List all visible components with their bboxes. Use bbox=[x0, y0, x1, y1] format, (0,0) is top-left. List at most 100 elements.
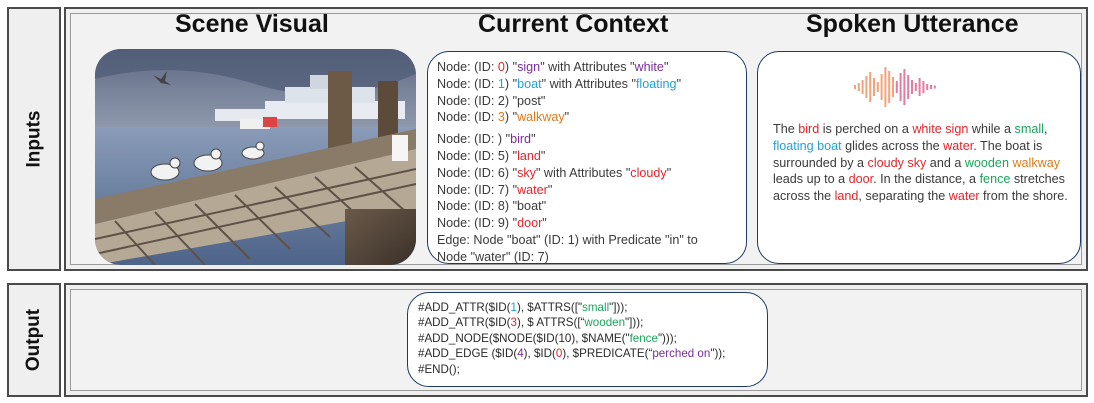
text-segment: ) " bbox=[504, 60, 518, 74]
scene-photo bbox=[95, 49, 416, 265]
waveform-bar bbox=[930, 85, 932, 89]
text-segment: Edge: Node "boat" (ID: 1) with Predicate… bbox=[437, 232, 698, 247]
highlighted-token: water bbox=[943, 138, 974, 153]
text-segment: " bbox=[540, 148, 546, 163]
waveform-bar bbox=[876, 82, 879, 92]
highlighted-token: water bbox=[948, 189, 980, 204]
highlighted-token: cloudy sky bbox=[867, 155, 927, 170]
context-line: Node: (ID: 3) "walkway" bbox=[437, 109, 740, 126]
text-segment: "))); bbox=[657, 331, 677, 345]
waveform-bar bbox=[892, 77, 894, 97]
output-row-label: Output bbox=[7, 283, 61, 397]
highlighted-token: wooden bbox=[964, 155, 1009, 170]
highlighted-token: white bbox=[634, 60, 664, 74]
text-segment: is perched on a bbox=[819, 122, 913, 136]
highlighted-token: walkway bbox=[1012, 155, 1061, 170]
highlighted-token: boat bbox=[517, 76, 542, 91]
highlighted-token: land bbox=[517, 148, 541, 163]
text-segment: Node "water" (ID: 7) bbox=[437, 249, 549, 264]
highlighted-token: water bbox=[517, 182, 548, 197]
output-label: Output bbox=[23, 308, 45, 372]
highlighted-token: white sign bbox=[912, 122, 969, 136]
highlighted-token: wooden bbox=[584, 316, 626, 330]
text-segment: " bbox=[666, 165, 672, 180]
text-segment: Node: (ID: 8) "boat" bbox=[437, 199, 547, 214]
text-segment: Node: (ID: bbox=[437, 60, 498, 74]
waveform-bar bbox=[888, 71, 891, 103]
text-segment: ), $ID( bbox=[523, 347, 556, 361]
text-segment: ")); bbox=[710, 347, 726, 361]
highlighted-token: perched on bbox=[652, 347, 711, 361]
context-line: Node: (ID: 7) "water" bbox=[437, 182, 740, 199]
context-line: Node: (ID: 9) "door" bbox=[437, 215, 740, 232]
highlighted-token: cloudy bbox=[630, 165, 667, 180]
waveform-bar bbox=[907, 75, 910, 99]
text-segment: " with Attributes " bbox=[535, 165, 631, 180]
text-segment: #ADD_NODE($NODE($ID(10), $NAME(" bbox=[418, 331, 630, 345]
waveform-bar bbox=[899, 73, 902, 101]
context-line: Node: (ID: 5) "land" bbox=[437, 148, 740, 165]
inputs-row-label: Inputs bbox=[7, 7, 61, 271]
highlighted-token: bird bbox=[798, 122, 820, 136]
highlighted-token: fence bbox=[629, 331, 658, 345]
spoken-utterance-title: Spoken Utterance bbox=[806, 10, 1019, 38]
text-segment: Node: (ID: bbox=[437, 76, 498, 91]
scene-visual-title: Scene Visual bbox=[175, 10, 329, 38]
highlighted-token: 0 bbox=[497, 60, 505, 74]
context-lines: Node: (ID: 0) "sign" with Attributes "wh… bbox=[437, 59, 740, 264]
text-segment: ), $ ATTRS([“ bbox=[517, 316, 585, 330]
output-code-line: #ADD_EDGE ($ID(4), $ID(0), $PREDICATE(“p… bbox=[418, 346, 725, 361]
context-line: Node "water" (ID: 7) bbox=[437, 249, 740, 264]
output-code-line: #END(); bbox=[418, 362, 725, 377]
highlighted-token: 3 bbox=[510, 316, 517, 330]
audio-waveform-icon bbox=[854, 67, 936, 107]
waveform-bar bbox=[861, 80, 864, 94]
text-segment: The bbox=[773, 122, 799, 136]
highlighted-token: 4 bbox=[517, 347, 524, 361]
text-segment: " bbox=[564, 110, 570, 125]
highlighted-token: sign bbox=[517, 60, 541, 74]
waveform-bar bbox=[922, 81, 925, 93]
text-segment: . The boat is surrounded by a bbox=[773, 138, 1043, 170]
text-segment: " with Attributes " bbox=[540, 60, 635, 74]
text-segment: Node: (ID: 2) "post" bbox=[437, 93, 546, 108]
waveform-bar bbox=[914, 83, 917, 91]
waveform-bar bbox=[884, 67, 887, 107]
waveform-bar bbox=[911, 80, 913, 94]
waveform-bar bbox=[865, 76, 868, 98]
text-segment: " bbox=[676, 76, 682, 91]
text-segment: #END(); bbox=[418, 362, 460, 376]
text-segment: and a bbox=[926, 155, 965, 170]
text-segment: #ADD_ATTR($ID( bbox=[418, 316, 511, 330]
text-segment: ), $PREDICATE(“ bbox=[562, 347, 653, 361]
text-segment: Node: (ID: bbox=[437, 110, 498, 125]
highlighted-token: door bbox=[517, 216, 543, 231]
highlighted-token: small bbox=[582, 301, 610, 314]
text-segment: leads up to a bbox=[773, 172, 849, 187]
spoken-utterance-box: The bird is perched on a white sign whil… bbox=[757, 51, 1081, 264]
text-segment: , separating the bbox=[858, 189, 949, 204]
text-segment: #ADD_EDGE ($ID( bbox=[418, 347, 518, 361]
highlighted-token: bird bbox=[510, 132, 532, 147]
scene-photo-illustration bbox=[95, 49, 416, 265]
text-segment: " bbox=[542, 216, 547, 231]
highlighted-token: door bbox=[848, 172, 874, 187]
highlighted-token: floating bbox=[635, 76, 677, 91]
waveform-bar bbox=[880, 74, 883, 100]
text-segment: "])); bbox=[625, 316, 644, 330]
output-code-line: #ADD_ATTR($ID(1), $ATTRS(["small"])); bbox=[418, 300, 725, 315]
text-segment: . In the distance, a bbox=[873, 172, 980, 187]
highlighted-token: walkway bbox=[517, 110, 565, 125]
context-line: Node: (ID: 6) "sky" with Attributes "clo… bbox=[437, 165, 740, 182]
current-context-box: Node: (ID: 0) "sign" with Attributes "wh… bbox=[427, 51, 747, 264]
highlighted-token: sky bbox=[517, 165, 536, 180]
text-segment: "])); bbox=[609, 301, 628, 314]
output-code-lines: #ADD_ATTR($ID(1), $ATTRS(["small"]));#AD… bbox=[418, 300, 725, 377]
text-segment: " bbox=[531, 132, 536, 147]
text-segment: ), $ATTRS([" bbox=[517, 301, 583, 314]
highlighted-token: 0 bbox=[555, 347, 563, 361]
text-segment: #ADD_ATTR($ID( bbox=[418, 301, 511, 314]
highlighted-token: land bbox=[834, 189, 859, 204]
output-code-line: #ADD_NODE($NODE($ID(10), $NAME("fence"))… bbox=[418, 331, 725, 346]
context-line: Edge: Node "boat" (ID: 1) with Predicate… bbox=[437, 232, 740, 249]
